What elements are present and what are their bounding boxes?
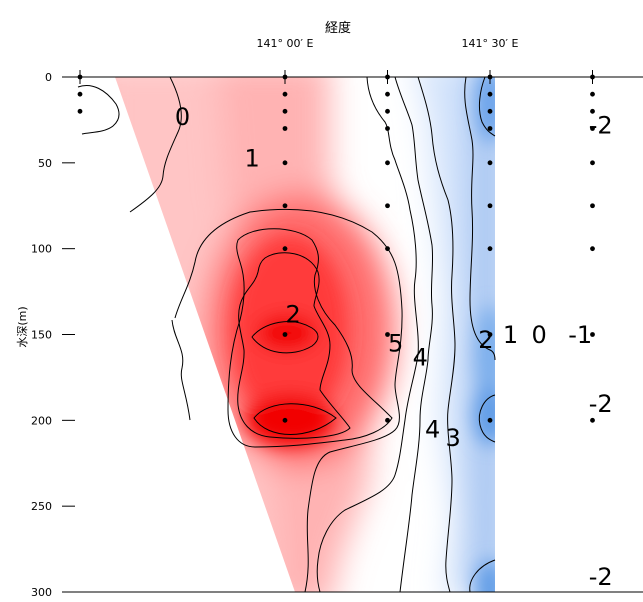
sample-point-4-1 [590,91,595,97]
sample-point-4-6 [590,246,595,252]
contour-label-6: 1 [503,321,518,349]
contour-line-neg1-east [464,77,496,361]
sample-point-3-6 [487,246,493,252]
sample-point-1-7 [282,332,288,337]
contour-label-11: 4 [425,416,440,444]
contour-label-9: -2 [589,112,613,140]
sample-point-2-2 [385,108,390,114]
contour-line-neg2-mid [478,394,496,443]
contour-line-neg2-bot [469,559,496,593]
sample-point-3-4 [487,160,493,166]
sample-point-0-2 [77,108,83,114]
x-axis-label: 経度 [325,20,351,36]
y-axis-label: 水深(m) [16,306,29,347]
x-tick-label-1: 141° 30′ E [462,37,519,50]
sample-point-4-2 [590,108,595,114]
sample-point-1-4 [282,160,288,166]
sample-point-2-4 [385,160,390,166]
sample-points [77,74,595,423]
contour-line-2 [174,208,403,593]
sample-point-1-5 [282,203,288,209]
sample-point-2-3 [385,126,390,131]
sample-point-2-8 [385,417,390,423]
contour-label-0: 0 [175,103,190,131]
contour-line-0-small [77,85,120,135]
x-tick-label-0: 141° 00′ E [257,37,314,50]
sample-point-4-8 [590,417,595,423]
sample-point-4-5 [590,203,595,209]
contour-label-8: -1 [568,321,592,349]
contour-line-5-lower [253,403,337,435]
contour-line-1-east [316,77,419,593]
sample-point-2-5 [385,203,390,209]
sample-point-3-1 [487,91,493,97]
contour-label-4: 4 [413,343,428,371]
sample-point-1-6 [282,246,288,252]
y-tick-label-0: 0 [45,71,52,84]
contour-label-2: 2 [286,300,301,328]
temperature-anomaly-field [115,77,495,592]
sample-point-4-4 [590,160,595,166]
sample-point-3-7 [487,332,493,337]
y-tick-label-4: 200 [31,414,52,427]
sample-point-0-1 [77,91,83,97]
contour-line-5-upper [251,321,319,354]
contour-label-12: 3 [445,424,460,452]
sample-point-1-8 [282,417,288,423]
sample-point-3-8 [487,417,493,423]
sample-point-4-3 [590,126,595,131]
sample-point-3-5 [487,203,493,209]
y-tick-label-3: 150 [31,329,52,342]
y-tick-label-6: 300 [31,586,52,597]
contour-line-1 [129,77,182,213]
sample-point-2-1 [385,91,390,97]
sample-point-4-7 [590,332,595,337]
y-tick-label-5: 250 [31,500,52,513]
contour-line-3 [227,228,393,448]
sample-point-2-6 [385,246,390,252]
contour-label-1: 1 [245,144,260,172]
contour-label-5: 2 [478,326,493,354]
y-tick-label-2: 100 [31,243,52,256]
contour-label-7: 0 [532,321,547,349]
sample-point-3-2 [487,108,493,114]
contour-line-4 [237,252,351,439]
y-tick-label-1: 50 [38,157,52,170]
contour-line-neg2-top [478,77,496,137]
contour-line-neg1 [417,77,456,593]
contour-lines [77,77,496,593]
contour-label-13: -2 [589,563,613,591]
sample-point-1-3 [282,126,288,131]
sample-point-1-2 [282,108,288,114]
sample-point-3-3 [487,126,493,131]
contour-line-2-west [171,319,191,421]
contour-label-3: 5 [388,330,403,358]
contour-label-10: -2 [589,390,613,418]
sample-point-1-1 [282,91,288,97]
contour-line-0 [394,77,434,593]
sample-point-2-7 [385,332,390,337]
